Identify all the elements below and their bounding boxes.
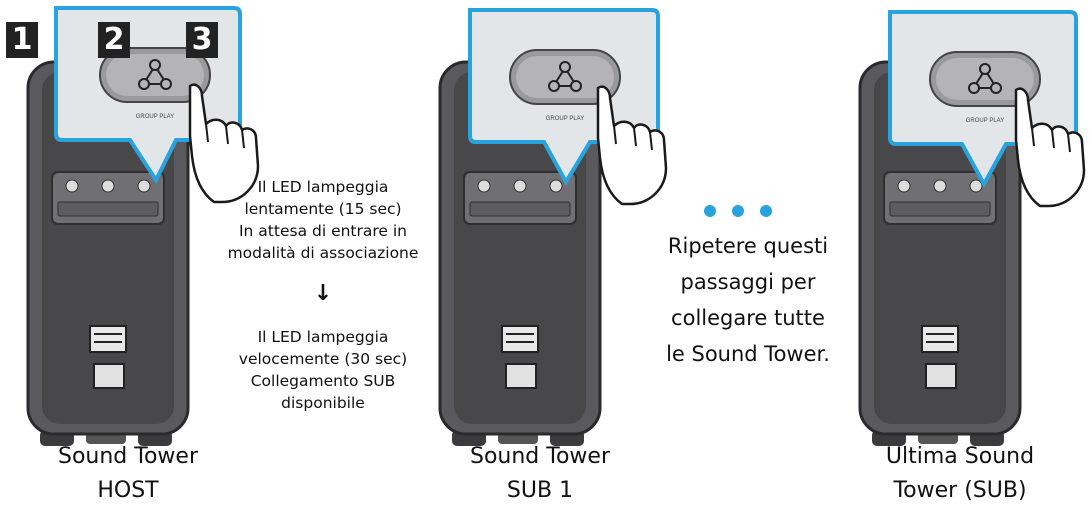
led-fast-line-3: Collegamento SUB [250,372,396,390]
group-play-triangle-icon [548,61,582,92]
step-badge-2: 2 [98,22,130,58]
ellipsis-dot [732,205,744,217]
led-slow-line-2: lentamente (15 sec) [244,200,402,218]
callout-zoom-last: GROUP PLAY [888,10,1086,208]
led-fast-line-2: velocemente (30 sec) [238,350,408,368]
group-play-triangle-icon [138,59,172,90]
led-fast-line-1: Il LED lampeggia [257,328,389,346]
led-slow-line-1: Il LED lampeggia [257,178,389,196]
callout-zoom-sub1: GROUP PLAY [468,8,668,206]
repeat-line-4: le Sound Tower. [666,342,830,366]
led-slow-line-4: modalità di associazione [227,244,419,262]
caption-host: Sound Tower HOST [18,440,238,508]
caption-sub1-line-1: Sound Tower [469,444,610,469]
step-badge-1: 1 [6,22,38,58]
group-play-label: GROUP PLAY [136,114,174,120]
led-fast-line-4: disponibile [281,394,365,412]
caption-host-line-2: HOST [97,478,159,503]
led-fast-note: Il LED lampeggia velocemente (30 sec) Co… [206,326,440,414]
led-slow-line-3: In attesa di entrare in [238,222,408,240]
caption-last-line-1: Ultima Sound [885,444,1035,469]
down-arrow-icon: ↓ [313,281,333,306]
repeat-line-2: passaggi per [680,270,816,294]
repeat-line-1: Ripetere questi [667,234,829,258]
led-slow-note: Il LED lampeggia lentamente (15 sec) In … [206,176,440,264]
caption-host-line-1: Sound Tower [57,444,198,469]
caption-last: Ultima Sound Tower (SUB) [850,440,1070,508]
caption-sub1-line-2: SUB 1 [506,478,574,503]
group-play-triangle-icon [968,63,1002,94]
group-play-label: GROUP PLAY [966,118,1004,124]
group-play-label: GROUP PLAY [546,116,584,122]
caption-sub1: Sound Tower SUB 1 [430,440,650,508]
caption-last-line-2: Tower (SUB) [893,478,1027,503]
repeat-instructions: Ripetere questi passaggi per collegare t… [640,228,856,372]
step-badge-3: 3 [186,22,218,58]
ellipsis-dot [760,205,772,217]
repeat-line-3: collegare tutte [671,306,825,330]
ellipsis-dot [704,205,716,217]
